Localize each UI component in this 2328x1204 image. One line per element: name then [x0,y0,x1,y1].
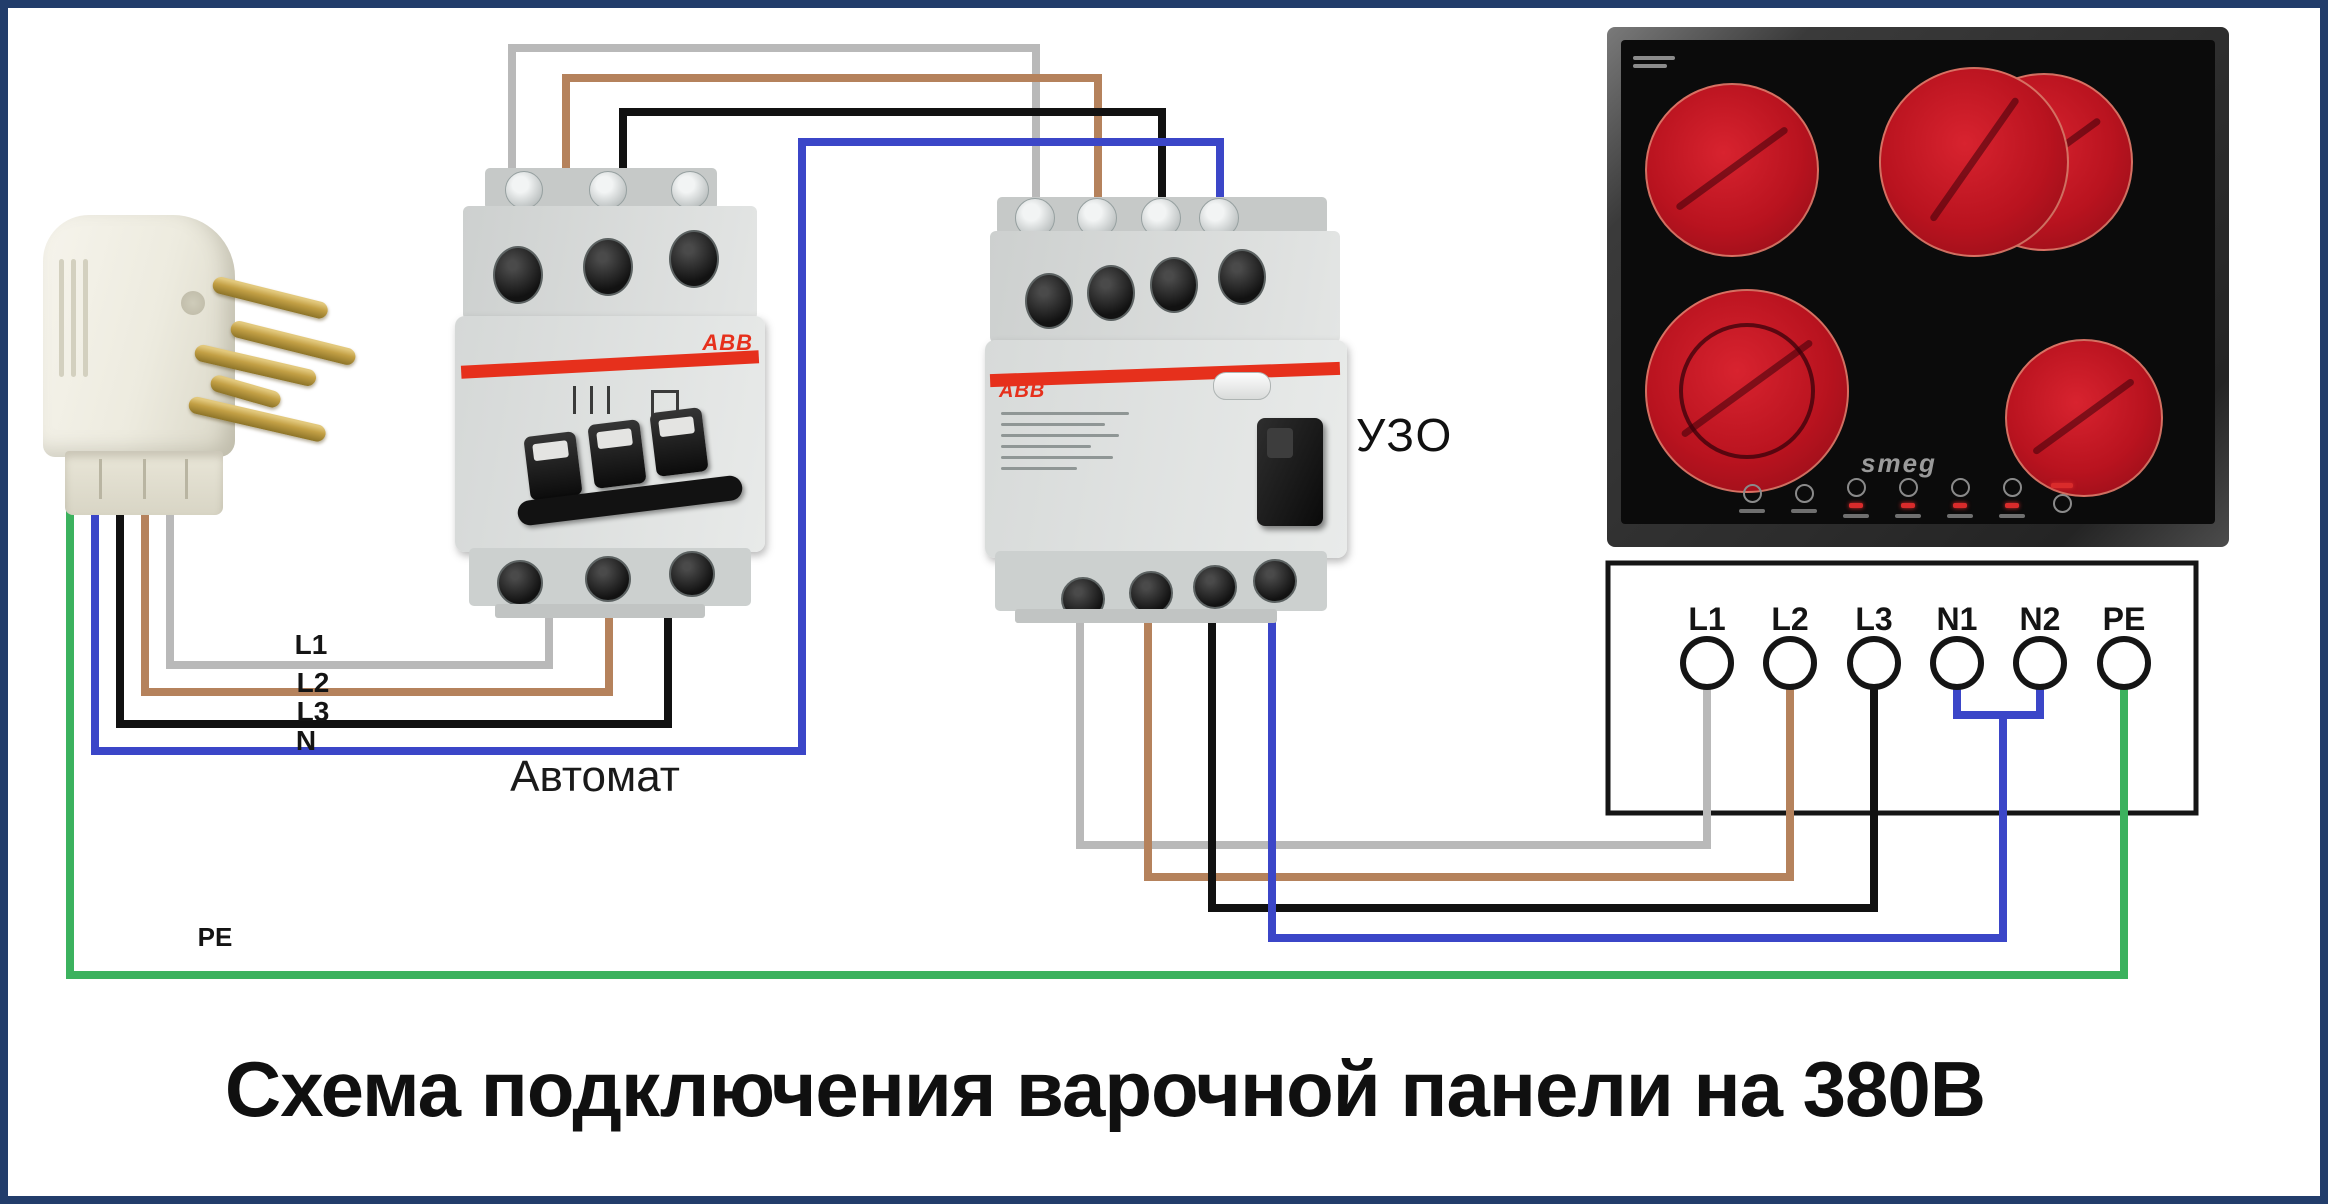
wire-l2-plug-to-breaker [141,445,613,696]
rcd-screw-hole [1025,273,1073,329]
rcd-screw-hole [1253,559,1297,603]
breaker-toggle-1 [523,431,583,501]
plug-base-line [143,459,146,499]
rcd-front-panel: ABB [985,340,1347,558]
burner-bottom-right [2005,339,2163,497]
terminal-circle-l3 [1847,636,1901,690]
cooktop-glass-surface: smeg [1621,40,2215,524]
wire-l3-plug-to-breaker [116,445,672,728]
breaker-top-terminal [505,171,543,209]
breaker-top-terminal-block [485,168,717,210]
wire-pe-plug-to-terminal [66,445,2128,979]
plug-ridge [71,259,76,377]
power-plug-5pin [43,215,358,515]
rcd-test-button [1213,372,1271,400]
breaker-caption: Автомат [510,752,680,801]
cooktop-brand-logo: smeg [1861,448,1937,478]
terminal-label-l3: L3 [1855,601,1892,637]
terminal-circle-l1 [1680,636,1734,690]
wire-l1-rcd-to-terminal [1076,583,1711,849]
cooktop-hob-380v: smeg [1607,27,2229,547]
wire-label-pe: PE [197,922,233,952]
terminal-circle-n1 [1930,636,1984,690]
rcd-screw-hole [1087,265,1135,321]
wire-n1-n2-jumper [1953,683,2044,719]
wire-l3-breaker-to-rcd [619,108,1166,218]
wire-label-l3: L3 [296,696,330,727]
breaker-bottom-terminal-block [469,548,751,606]
burner-bottom-left [1645,289,1849,493]
burner-control-icon [1947,478,1973,518]
breaker-screw-hole [669,551,715,597]
breaker-toggle-3 [649,407,709,477]
rcd-brand-logo: ABB [999,380,1046,402]
plug-base-line [185,459,188,499]
wire-n-rcd-to-terminal [1268,565,2007,942]
terminal-label-l2: L2 [1771,601,1808,637]
rcd-toggle-handle [1257,418,1323,526]
plug-base-line [99,459,102,499]
wire-n-plug-to-rcd [91,138,1224,755]
rcd-bottom-terminal-block [995,551,1327,621]
breaker-brand-logo: ABB [702,330,753,355]
terminal-label-n1: N1 [1937,601,1978,637]
breaker-screw-hole [583,238,633,296]
breaker-screw-hole [493,246,543,304]
power-button-icon [1739,483,1765,513]
breaker-screw-hole [669,230,719,288]
rcd-screw-hole [1218,249,1266,305]
terminal-label-n2: N2 [2020,601,2061,637]
wire-label-l1: L1 [294,629,328,660]
breaker-front-panel: ABB [455,316,765,552]
circuit-breaker-3pole: ABB [455,168,765,620]
wire-l3-rcd-to-terminal [1208,572,1878,912]
breaker-screw-hole [497,560,543,606]
rcd-screw-hole [1193,565,1237,609]
terminal-circle-l2 [1763,636,1817,690]
burner-top-left [1645,83,1819,257]
breaker-top-terminal [671,171,709,209]
breaker-screw-hole [585,556,631,602]
rcd-caption: УЗО [1356,409,1454,461]
breaker-din-foot [495,604,705,618]
rcd-screw-hole [1150,257,1198,313]
cooktop-corner-text [1633,56,1675,68]
rcd-uzo-4pole: ABB [985,195,1347,627]
lock-button-icon [1791,483,1817,513]
timer-control-icon [2051,483,2073,513]
plug-terminal-base [65,451,223,515]
plug-face-hole [181,291,205,315]
plug-ridge [83,259,88,377]
diagram-title: Схема подключения варочной панели на 380… [224,1045,1986,1133]
terminal-circle-n2 [2013,636,2067,690]
terminal-label-l1: L1 [1688,601,1725,637]
wire-l2-breaker-to-rcd [562,74,1102,223]
breaker-schematic-icon [573,386,610,414]
plug-ridge [59,259,64,377]
wire-l1-plug-to-breaker [166,445,553,669]
wire-label-n: N [295,725,317,756]
burner-control-icon [1895,478,1921,518]
rcd-top-terminal-block [997,197,1327,238]
cooktop-controls [1739,478,2073,518]
wire-l2-rcd-to-terminal [1144,578,1794,881]
burner-control-icon [1999,478,2025,518]
rcd-din-foot [1015,609,1277,623]
wire-label-l2: L2 [296,667,330,698]
burner-control-icon [1843,478,1869,518]
breaker-top-terminal [589,171,627,209]
breaker-upper-face [463,206,757,320]
rcd-upper-face [990,231,1340,343]
breaker-toggle-2 [587,419,647,489]
terminal-label-pe: PE [2103,601,2146,637]
rcd-spec-text-lines [1001,412,1129,470]
terminal-circle-pe [2097,636,2151,690]
burner-top-right [1879,67,2069,257]
